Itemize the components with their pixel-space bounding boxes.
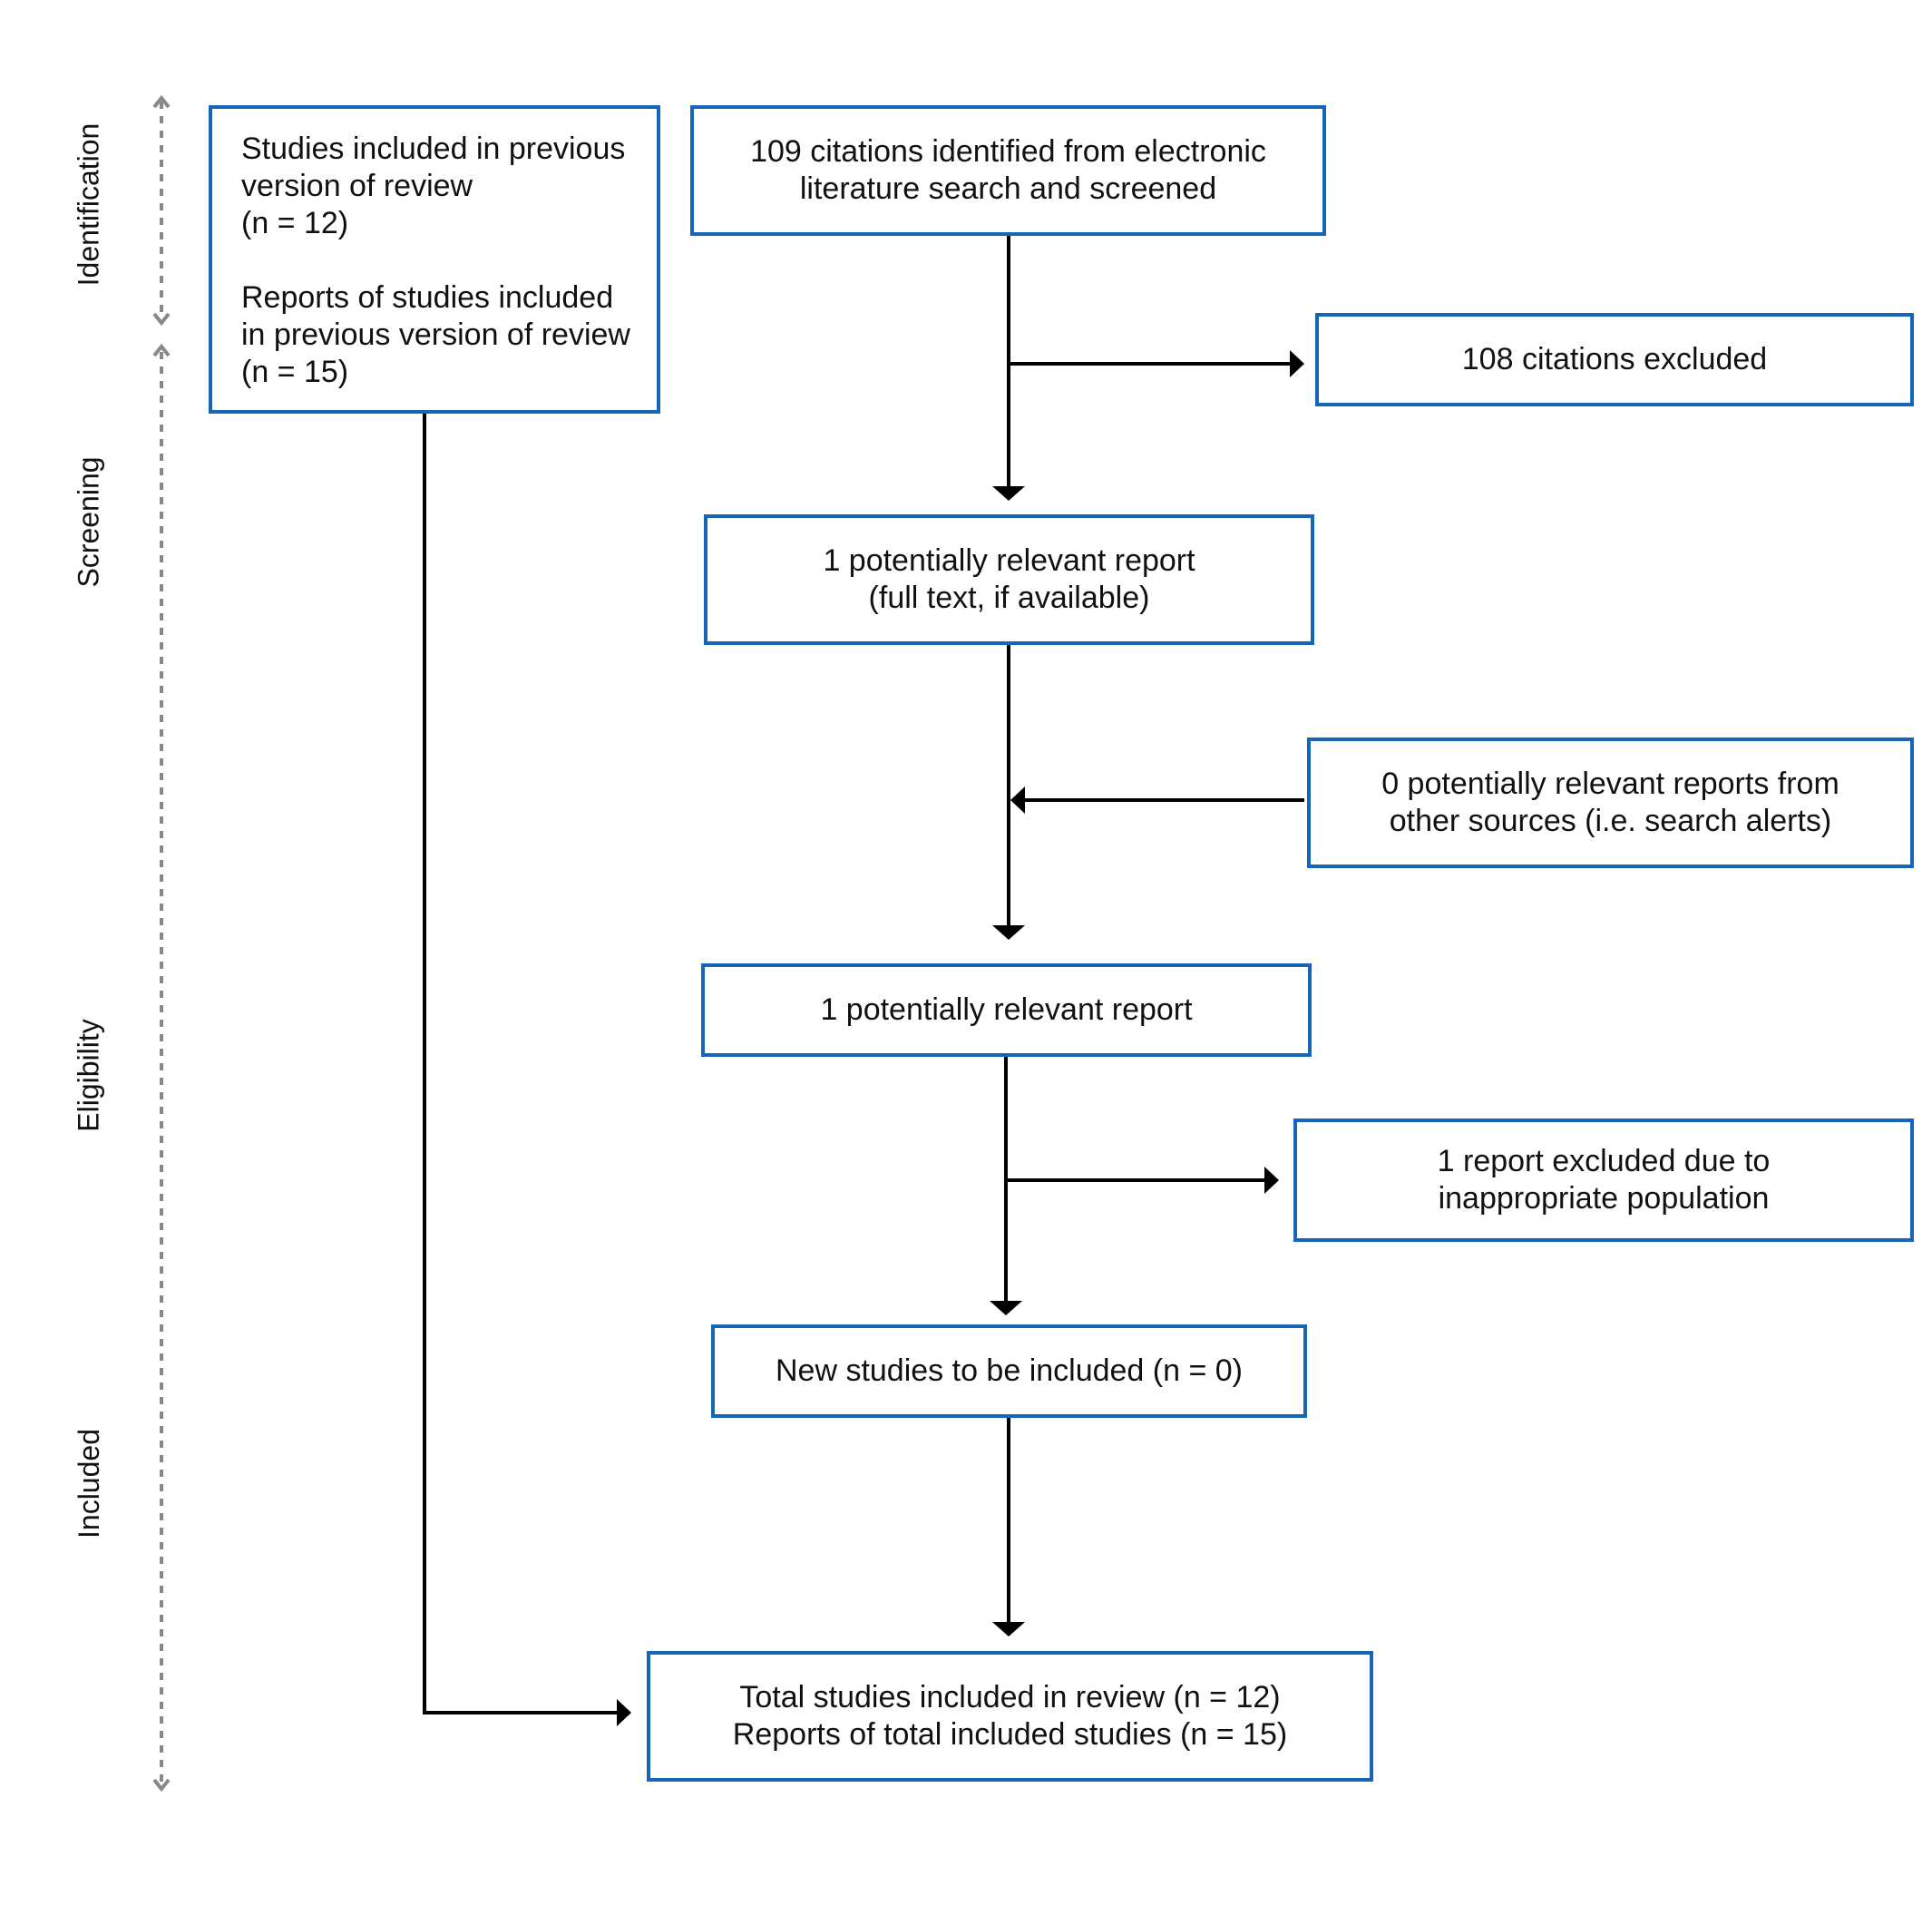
arrowhead-down-1: [992, 486, 1025, 501]
arrowhead-right-previous-review: [617, 1699, 631, 1726]
citations-identified-line-2: literature search and screened: [799, 171, 1217, 206]
other-sources-box: 0 potentially relevant reports from othe…: [1307, 738, 1914, 868]
report-excluded-line-2: inappropriate population: [1438, 1181, 1770, 1216]
potentially-relevant-text: 1 potentially relevant report: [820, 992, 1193, 1027]
previous-reports-count: (n = 15): [241, 355, 349, 389]
citations-excluded-text: 108 citations excluded: [1461, 342, 1768, 376]
previous-studies-line-1: Studies included in previous: [241, 132, 626, 166]
arrowhead-left-other-sources: [1010, 786, 1025, 814]
citations-identified-box: 109 citations identified from electronic…: [690, 105, 1326, 236]
potentially-relevant-fulltext-line-2: (full text, if available): [868, 581, 1150, 615]
previous-review-box: Studies included in previous version of …: [209, 105, 660, 414]
report-excluded-line-1: 1 report excluded due to: [1437, 1144, 1771, 1178]
potentially-relevant-fulltext-box: 1 potentially relevant report (full text…: [704, 514, 1314, 645]
other-sources-line-1: 0 potentially relevant reports from: [1381, 767, 1839, 801]
report-excluded-box: 1 report excluded due to inappropriate p…: [1293, 1119, 1914, 1242]
previous-studies-count: (n = 12): [241, 206, 349, 240]
arrowhead-right-excluded-citations: [1290, 350, 1304, 377]
previous-reports-line-1: Reports of studies included: [241, 280, 614, 315]
flow-line-previous-review: [423, 414, 617, 1714]
total-reports-line: Reports of total included studies (n = 1…: [732, 1717, 1288, 1752]
arrowhead-down-4: [992, 1622, 1025, 1636]
arrowhead-right-excluded-report: [1264, 1167, 1279, 1194]
citations-excluded-box: 108 citations excluded: [1315, 313, 1914, 406]
potentially-relevant-box: 1 potentially relevant report: [701, 963, 1312, 1057]
new-studies-box: New studies to be included (n = 0): [711, 1324, 1307, 1418]
total-studies-line: Total studies included in review (n = 12…: [739, 1680, 1281, 1714]
other-sources-line-2: other sources (i.e. search alerts): [1389, 804, 1832, 838]
new-studies-text: New studies to be included (n = 0): [775, 1353, 1243, 1388]
previous-reports-line-2: in previous version of review: [241, 318, 630, 352]
potentially-relevant-fulltext-line-1: 1 potentially relevant report: [823, 543, 1195, 578]
total-included-box: Total studies included in review (n = 12…: [647, 1651, 1373, 1782]
previous-studies-line-2: version of review: [241, 169, 473, 203]
arrowhead-down-3: [990, 1301, 1022, 1315]
citations-identified-line-1: 109 citations identified from electronic: [750, 134, 1266, 169]
arrowhead-down-2: [992, 925, 1025, 940]
